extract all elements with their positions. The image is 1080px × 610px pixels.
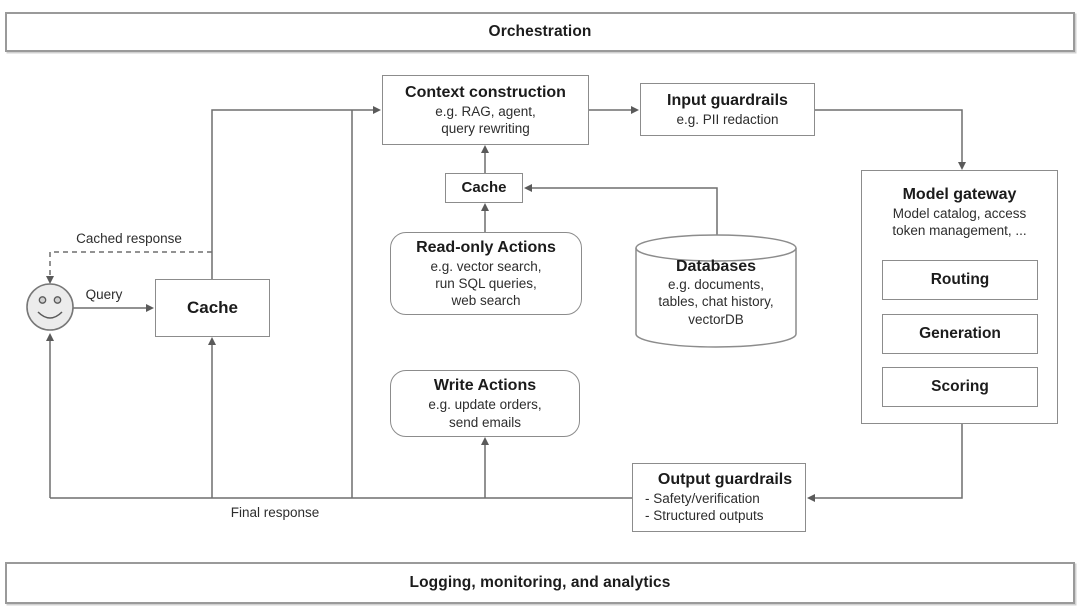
logging-label: Logging, monitoring, and analytics (409, 574, 671, 591)
context-construction-subtitle: e.g. RAG, agent, query rewriting (435, 103, 536, 137)
output-guardrails-bullets: - Safety/verification - Structured outpu… (645, 490, 764, 524)
node-model-gateway: Model gateway Model catalog, access toke… (861, 170, 1058, 424)
input-guardrails-subtitle: e.g. PII redaction (676, 111, 779, 127)
model-gateway-title: Model gateway (902, 186, 1017, 203)
cache-mid-title: Cache (461, 179, 507, 196)
gateway-block-generation: Generation (882, 314, 1038, 354)
orchestration-bar: Orchestration (5, 12, 1075, 52)
scoring-label: Scoring (931, 378, 989, 395)
node-databases: Databases e.g. documents, tables, chat h… (636, 258, 796, 328)
edge-gateway-to-output (815, 424, 963, 499)
read-only-actions-subtitle: e.g. vector search, run SQL queries, web… (430, 258, 542, 309)
model-gateway-subtitle: Model catalog, access token management, … (892, 206, 1027, 239)
edge-cache-to-context (211, 109, 373, 279)
gateway-block-routing: Routing (882, 260, 1038, 300)
edge-cached-response (49, 251, 212, 276)
edge-databases-to-cachemid (532, 187, 718, 235)
node-read-only-actions: Read-only Actions e.g. vector search, ru… (390, 232, 582, 315)
node-input-guardrails: Input guardrails e.g. PII redaction (640, 83, 815, 136)
gateway-block-scoring: Scoring (882, 367, 1038, 407)
node-output-guardrails: Output guardrails - Safety/verification … (632, 463, 806, 532)
read-only-actions-title: Read-only Actions (416, 238, 556, 256)
arrowheads (46, 106, 966, 502)
write-actions-title: Write Actions (433, 377, 537, 395)
input-guardrails-title: Input guardrails (667, 91, 788, 109)
user-icon (26, 283, 74, 331)
cache-user-title: Cache (186, 297, 239, 317)
node-context-construction: Context construction e.g. RAG, agent, qu… (382, 75, 589, 145)
database-cylinder (635, 234, 797, 348)
node-cache-mid: Cache (445, 173, 523, 203)
logging-bar: Logging, monitoring, and analytics (5, 562, 1075, 604)
query-label: Query (74, 287, 134, 302)
node-cache-user: Cache (155, 279, 270, 337)
final-response-label: Final response (215, 505, 335, 520)
databases-subtitle: e.g. documents, tables, chat history, ve… (658, 277, 774, 327)
generation-label: Generation (919, 325, 1001, 342)
write-actions-subtitle: e.g. update orders, send emails (428, 397, 542, 430)
routing-label: Routing (930, 271, 990, 288)
cached-response-label: Cached response (58, 231, 200, 246)
node-write-actions: Write Actions e.g. update orders, send e… (390, 370, 580, 437)
edge-input-to-gateway (815, 109, 963, 162)
orchestration-label: Orchestration (488, 23, 592, 40)
databases-title: Databases (675, 258, 757, 275)
context-construction-title: Context construction (405, 83, 566, 101)
output-guardrails-title: Output guardrails (657, 471, 793, 489)
